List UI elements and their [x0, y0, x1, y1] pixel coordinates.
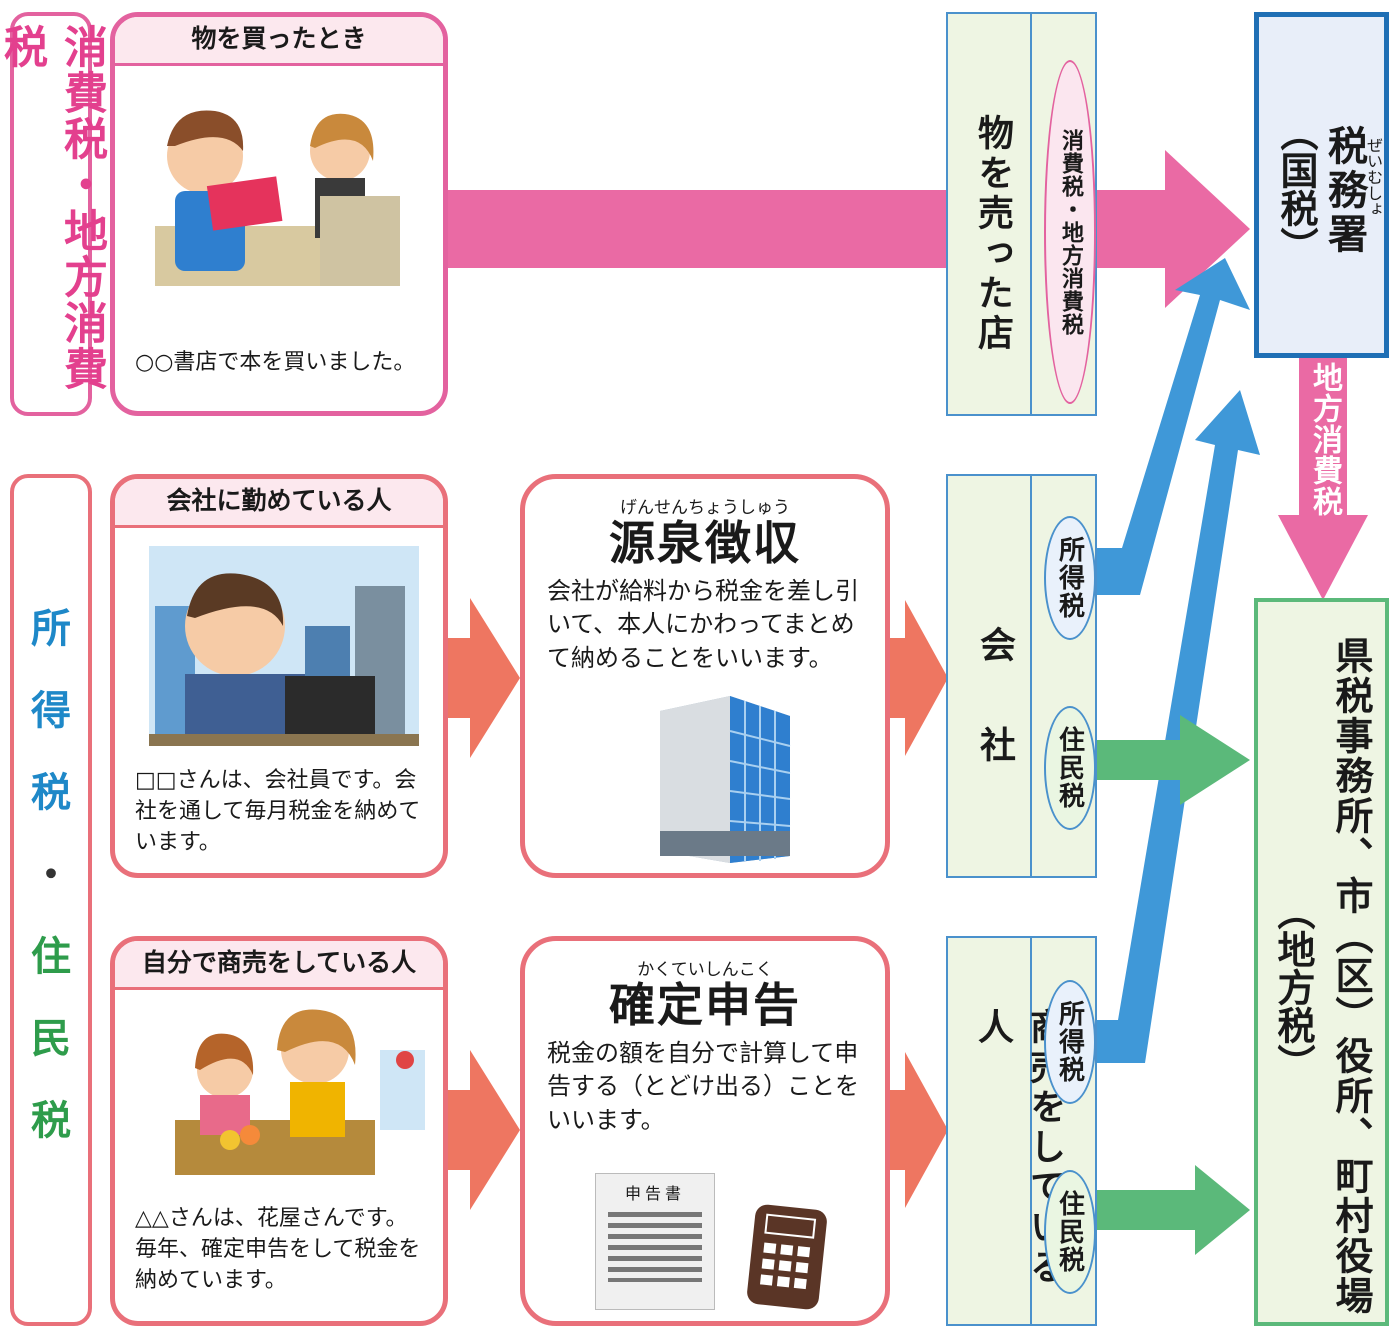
tax-office-ruby: ぜいむしょ [1364, 137, 1383, 217]
buy-card-caption: ○○書店で本を買いました。 [135, 350, 416, 375]
orange-arrow-2 [888, 600, 948, 756]
consumption-arrow-head [1165, 150, 1250, 308]
business-card-title: 自分で商売をしている人 [115, 941, 443, 990]
withholding-title: 源泉徴収 [609, 516, 801, 570]
company-column: 会 社 所得税 住民税 [946, 474, 1097, 878]
withholding-ruby: げんせんちょうしゅう [620, 498, 790, 518]
green-arrow-company-body [1097, 740, 1182, 780]
income-resident-tax-side-label: 所 得 税 ・ 住 民 税 [10, 474, 92, 1326]
income-char-5: 住 [31, 934, 71, 980]
company-resident-tax-label: 住民税 [1054, 726, 1085, 810]
withholding-description: 会社が給料から税金を差し引いて、本人にかわってまとめて納めることをいいます。 [547, 576, 859, 672]
income-char-6: 民 [31, 1016, 71, 1062]
transfer-label: 地方消費税 [1307, 362, 1342, 517]
tax-return-form-label: 申告書 [624, 1184, 685, 1203]
green-arrow-self-head [1195, 1165, 1250, 1255]
business-card: 自分で商売をしている人 △△さんは、花屋さんです。毎年、確定申告をして税金を納め… [110, 936, 448, 1326]
employee-card-caption: □□さんは、会社員です。会社を通して毎月税金を納めています。 [135, 768, 421, 856]
transfer-arrow-head [1278, 515, 1368, 600]
buy-card-title: 物を買ったとき [115, 17, 443, 66]
orange-arrow-3 [446, 1050, 520, 1210]
local-office-name: 県税事務所、市（区）役所、町村役場 [1329, 636, 1373, 1316]
tax-office-sub: （国税） [1274, 113, 1318, 265]
income-char-3: 税 [31, 770, 71, 816]
final-return-ruby: かくていしんこく [637, 960, 773, 980]
orange-arrow-4 [888, 1052, 948, 1208]
orange-arrow-1 [446, 598, 520, 758]
transfer-arrow-body [1299, 358, 1347, 518]
withholding-box: げんせんちょうしゅう 源泉徴収 会社が給料から税金を差し引いて、本人にかわってま… [520, 474, 890, 878]
final-return-title: 確定申告 [609, 978, 801, 1032]
business-card-caption: △△さんは、花屋さんです。毎年、確定申告をして税金を納めています。 [135, 1206, 421, 1294]
income-char-1: 所 [31, 606, 71, 652]
income-char-4: ・ [31, 852, 71, 898]
consumption-arrow-body-2 [1097, 190, 1167, 268]
company-resident-tax-oval: 住民税 [1044, 706, 1096, 830]
local-office-sub: （地方税） [1271, 892, 1315, 1082]
income-char-2: 得 [31, 688, 71, 734]
company-income-tax-label: 所得税 [1054, 536, 1085, 620]
final-return-description: 税金の額を自分で計算して申告する（とどけ出る）ことをいいます。 [547, 1038, 859, 1134]
tax-return-form-icon: 申告書 [595, 1173, 715, 1310]
blue-arrow-self [1097, 390, 1260, 1063]
shop-label: 物を売った店 [972, 114, 1013, 354]
buy-card: 物を買ったとき ○○書店で本を買いました。 [110, 12, 448, 416]
income-char-7: 税 [31, 1098, 71, 1144]
self-resident-tax-label: 住民税 [1054, 1190, 1085, 1274]
employee-card-title: 会社に勤めている人 [115, 479, 443, 528]
calculator-icon [747, 1204, 827, 1310]
shop-column: 物を売った店 消費税・地方消費税 [946, 12, 1097, 416]
shopping-illustration [155, 110, 400, 286]
office-worker-illustration [149, 546, 419, 746]
consumption-tax-side-label: 消費税・地方消費税 [0, 12, 107, 416]
self-income-tax-label: 所得税 [1054, 1000, 1085, 1084]
consumption-arrow-body [447, 190, 950, 268]
shop-tax-label: 消費税・地方消費税 [1058, 128, 1083, 336]
green-arrow-self-body [1097, 1190, 1197, 1230]
company-label: 会 社 [974, 626, 1015, 776]
employee-card: 会社に勤めている人 □□さんは、会社員です。会社を通して毎月税金を納めています。 [110, 474, 448, 878]
tax-office-name: 税務署 [1321, 125, 1367, 257]
green-arrow-company-head [1180, 715, 1250, 805]
self-employed-column: 商売をしている人 所得税 住民税 [946, 936, 1097, 1326]
self-income-tax-oval: 所得税 [1044, 980, 1096, 1104]
florist-illustration [175, 1009, 425, 1175]
final-return-box: かくていしんこく 確定申告 税金の額を自分で計算して申告する（とどけ出る）ことを… [520, 936, 890, 1326]
office-building-icon [660, 696, 791, 863]
consumption-tax-label-text: 消費税・地方消費税 [0, 24, 107, 392]
local-office-box: 県税事務所、市（区）役所、町村役場 （地方税） [1254, 598, 1389, 1326]
company-income-tax-oval: 所得税 [1044, 516, 1096, 640]
self-resident-tax-oval: 住民税 [1044, 1170, 1096, 1294]
shop-tax-oval: 消費税・地方消費税 [1044, 60, 1096, 404]
blue-arrow-company [1097, 258, 1250, 595]
tax-office-box: 税務署 ぜいむしょ （国税） [1254, 12, 1389, 358]
